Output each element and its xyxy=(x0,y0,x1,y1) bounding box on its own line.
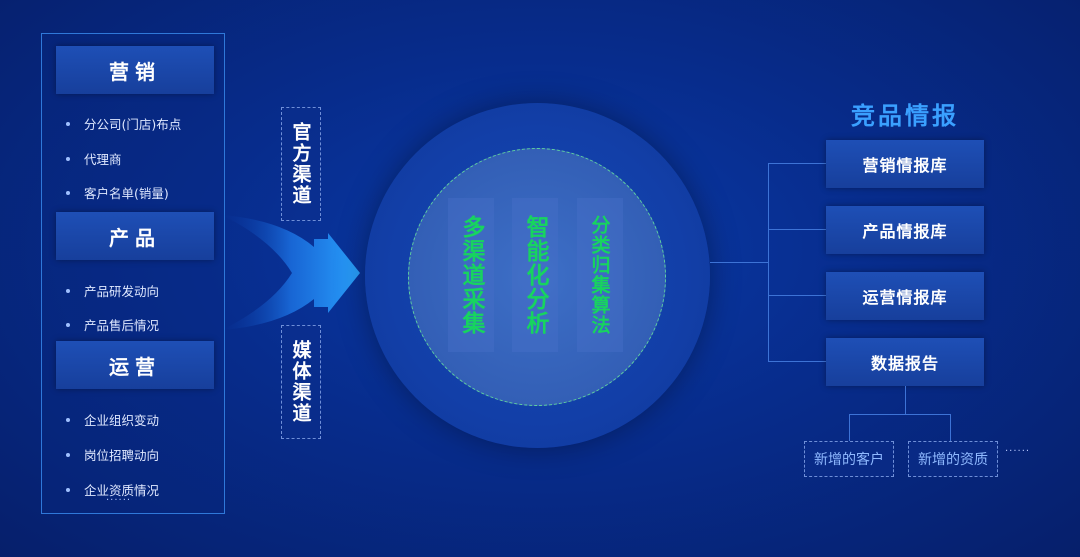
list-item: 企业资质情况 xyxy=(66,480,159,499)
sub-new-qualifications: 新增的资质 xyxy=(908,441,998,477)
connector-line xyxy=(849,414,950,415)
list-item: 产品研发动向 xyxy=(66,281,159,300)
connector-line xyxy=(710,262,768,263)
bullet-icon xyxy=(66,121,70,126)
connector-line xyxy=(768,295,826,296)
category-product: 产品 xyxy=(56,212,214,260)
box-product-db: 产品情报库 xyxy=(826,206,984,254)
category-operation: 运营 xyxy=(56,341,214,389)
bullet-icon xyxy=(66,452,70,457)
list-item: 分公司(门店)布点 xyxy=(66,114,181,133)
category-label: 运营 xyxy=(109,354,161,379)
connector-line xyxy=(849,414,850,441)
bullet-icon xyxy=(66,487,70,492)
channel-official: 官方渠道 xyxy=(281,107,321,221)
core-analysis: 智能化分析 xyxy=(512,198,558,352)
channel-media: 媒体渠道 xyxy=(281,325,321,439)
bullet-icon xyxy=(66,156,70,161)
box-operation-db: 运营情报库 xyxy=(826,272,984,320)
page-title: 竞品情报 xyxy=(851,102,959,130)
bullet-icon xyxy=(66,417,70,422)
box-data-report: 数据报告 xyxy=(826,338,984,386)
category-marketing: 营销 xyxy=(56,46,214,94)
bullet-icon xyxy=(66,190,70,195)
connector-line xyxy=(768,163,826,164)
more-indicator: ······ xyxy=(1005,446,1031,457)
list-item: 企业组织变动 xyxy=(66,410,159,429)
category-label: 营销 xyxy=(109,59,161,84)
inner-circle xyxy=(408,148,666,406)
list-item: 代理商 xyxy=(66,149,122,168)
sub-new-customers: 新增的客户 xyxy=(804,441,894,477)
list-item: 产品售后情况 xyxy=(66,315,159,334)
connector-line xyxy=(905,386,906,414)
connector-line xyxy=(768,229,826,230)
bullet-icon xyxy=(66,288,70,293)
connector-line xyxy=(768,361,826,362)
connector-line xyxy=(768,163,769,361)
left-panel: 营销 分公司(门店)布点 代理商 客户名单(销量) 产品 产品研发动向 产品售后… xyxy=(41,33,225,514)
core-classification: 分类归集算法 xyxy=(577,198,623,352)
list-item: 客户名单(销量) xyxy=(66,183,169,202)
more-indicator: ······ xyxy=(106,495,132,506)
bullet-icon xyxy=(66,322,70,327)
connector-line xyxy=(950,414,951,441)
list-item: 岗位招聘动向 xyxy=(66,445,159,464)
category-label: 产品 xyxy=(109,225,161,250)
box-marketing-db: 营销情报库 xyxy=(826,140,984,188)
core-collection: 多渠道采集 xyxy=(448,198,494,352)
flow-arrow-icon xyxy=(222,215,360,330)
